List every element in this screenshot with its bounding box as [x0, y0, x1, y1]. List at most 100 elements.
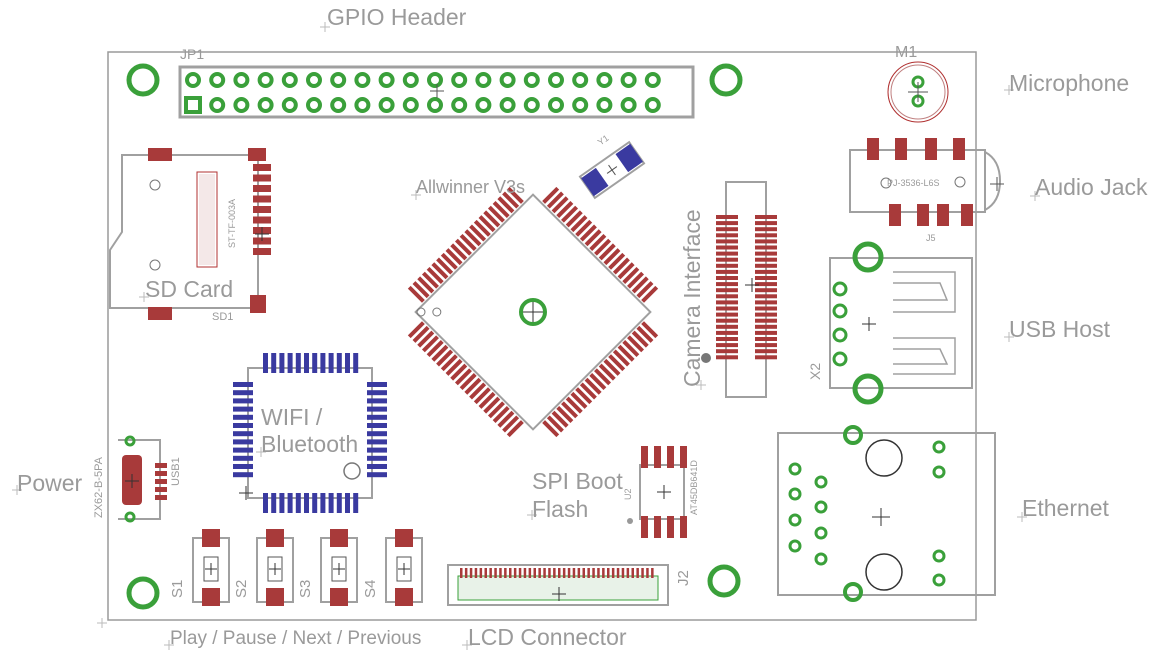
camera-pin [716, 221, 738, 226]
wifi-pin [233, 382, 253, 387]
wifi-pin [233, 431, 253, 437]
camera-pin [755, 306, 777, 311]
wifi-pin [233, 414, 253, 420]
spi-flash-chip [627, 446, 687, 538]
soc-pin [598, 243, 616, 261]
usb1-label: USB1 [170, 457, 182, 486]
button-s2 [256, 529, 294, 606]
gpio-pin [306, 72, 322, 88]
lcd-pin [479, 568, 483, 578]
soc-pin [469, 382, 487, 400]
camera-pin [716, 349, 738, 354]
soc-pin [594, 238, 612, 256]
gpio-pin [209, 97, 226, 113]
x2-label: X2 [807, 362, 823, 380]
gpio-pin [233, 97, 250, 113]
camera-pin [716, 312, 738, 317]
s3-label: S3 [297, 579, 314, 598]
usb-host-label: USB Host [1009, 316, 1110, 342]
camera-pin [755, 269, 777, 274]
lcd-pin [651, 568, 654, 578]
camera-pin [755, 239, 777, 244]
gpio-pin [185, 72, 201, 88]
wifi-pin [271, 493, 277, 513]
soc-chip [407, 186, 659, 438]
camera-pin [716, 276, 738, 280]
wifi-pin [367, 439, 387, 445]
wifi-pin [367, 455, 387, 461]
soc-pin [417, 330, 435, 348]
camera-pin [755, 257, 777, 262]
soc-pin [565, 210, 583, 228]
spi-flash-label-line1: SPI Boot [532, 468, 623, 494]
sd-pin [253, 195, 271, 203]
camera-pin [716, 324, 738, 329]
soc-pin [617, 344, 635, 362]
camera-pin [755, 294, 777, 299]
allwinner-label: Allwinner V3s [416, 177, 526, 197]
lcd-pin [602, 568, 605, 578]
lcd-pin [626, 568, 630, 578]
lcd-pin [518, 568, 522, 578]
gpio-pin [572, 72, 589, 88]
soc-pin [473, 219, 491, 237]
lcd-connector [447, 564, 669, 606]
gpio-pin [257, 97, 274, 113]
soc-pin [627, 271, 645, 289]
camera-pin [755, 245, 777, 250]
soc-pin [641, 285, 659, 303]
soc-pin [551, 410, 569, 428]
sd-part-label: ST-TF-003A [227, 198, 237, 248]
camera-pin [716, 343, 738, 348]
wifi-pin [336, 493, 342, 513]
wifi-pin [287, 493, 293, 513]
board-outline [107, 51, 977, 621]
gpio-pin [451, 97, 468, 113]
camera-pin [716, 227, 738, 232]
wifi-pin [328, 493, 334, 513]
wifi-pin [279, 493, 285, 513]
lcd-pin [460, 568, 463, 578]
wifi-label-line1: WIFI / [261, 404, 323, 430]
soc-pin [579, 224, 597, 242]
soc-pin [478, 391, 496, 409]
lcd-pin [489, 568, 492, 578]
soc-pin [598, 363, 616, 381]
soc-pin [506, 420, 524, 438]
soc-pin [417, 276, 435, 294]
soc-pin [612, 349, 630, 367]
wifi-pin [233, 464, 253, 469]
gpio-pin [523, 97, 540, 113]
wifi-pin [367, 464, 387, 469]
soc-pin [631, 276, 649, 294]
crystal-component [578, 140, 646, 200]
soc-pin [450, 243, 468, 261]
gpio-pin [644, 97, 661, 113]
camera-pin [716, 215, 738, 219]
lcd-pin [523, 568, 527, 578]
lcd-pin [548, 568, 551, 578]
gpio-pin [451, 72, 468, 88]
gpio-pin [354, 72, 371, 88]
button-s4 [385, 529, 423, 606]
camera-pin [755, 324, 777, 329]
wifi-pin [304, 493, 309, 513]
camera-pin [755, 233, 777, 238]
soc-pin [431, 344, 449, 362]
soc-pin [483, 210, 501, 228]
soc-pin [561, 205, 579, 223]
buttons-label: Play / Pause / Next / Previous [170, 628, 422, 649]
camera-pin [755, 355, 777, 360]
camera-pin [716, 269, 738, 274]
gpio-pin [330, 97, 347, 113]
wifi-pin [312, 493, 318, 513]
camera-pin [755, 343, 777, 348]
gpio-pin [354, 97, 371, 113]
lcd-pin [499, 568, 502, 578]
gpio-pin [209, 72, 226, 88]
lcd-pin [597, 568, 600, 578]
camera-pin [755, 337, 777, 341]
camera-pin [716, 294, 738, 299]
soc-pin [579, 382, 597, 400]
wifi-pin [367, 431, 387, 437]
